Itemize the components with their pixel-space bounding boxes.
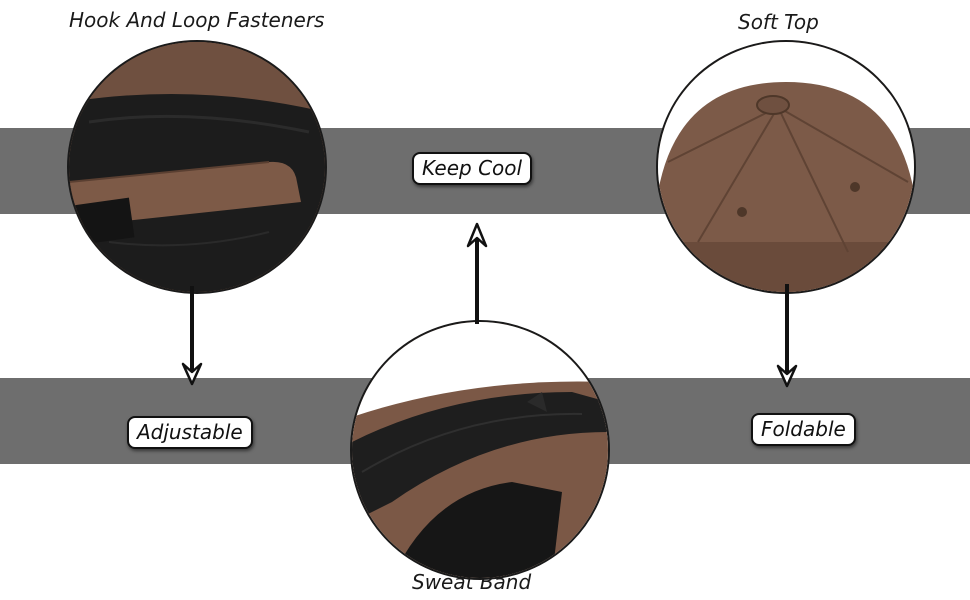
keep-cool-badge: Keep Cool [412,152,533,185]
arrow-up-icon [466,222,488,324]
soft-top-closeup-image [656,40,916,294]
soft-top-caption: Soft Top [738,10,819,34]
arrow-down-icon [181,286,203,386]
hook-and-loop-caption: Hook And Loop Fasteners [69,8,325,32]
adjustable-badge: Adjustable [127,416,253,449]
foldable-badge: Foldable [751,413,856,446]
sweat-band-closeup-image [350,320,610,580]
arrow-down-icon [776,284,798,388]
hook-and-loop-closeup-image [67,40,327,294]
